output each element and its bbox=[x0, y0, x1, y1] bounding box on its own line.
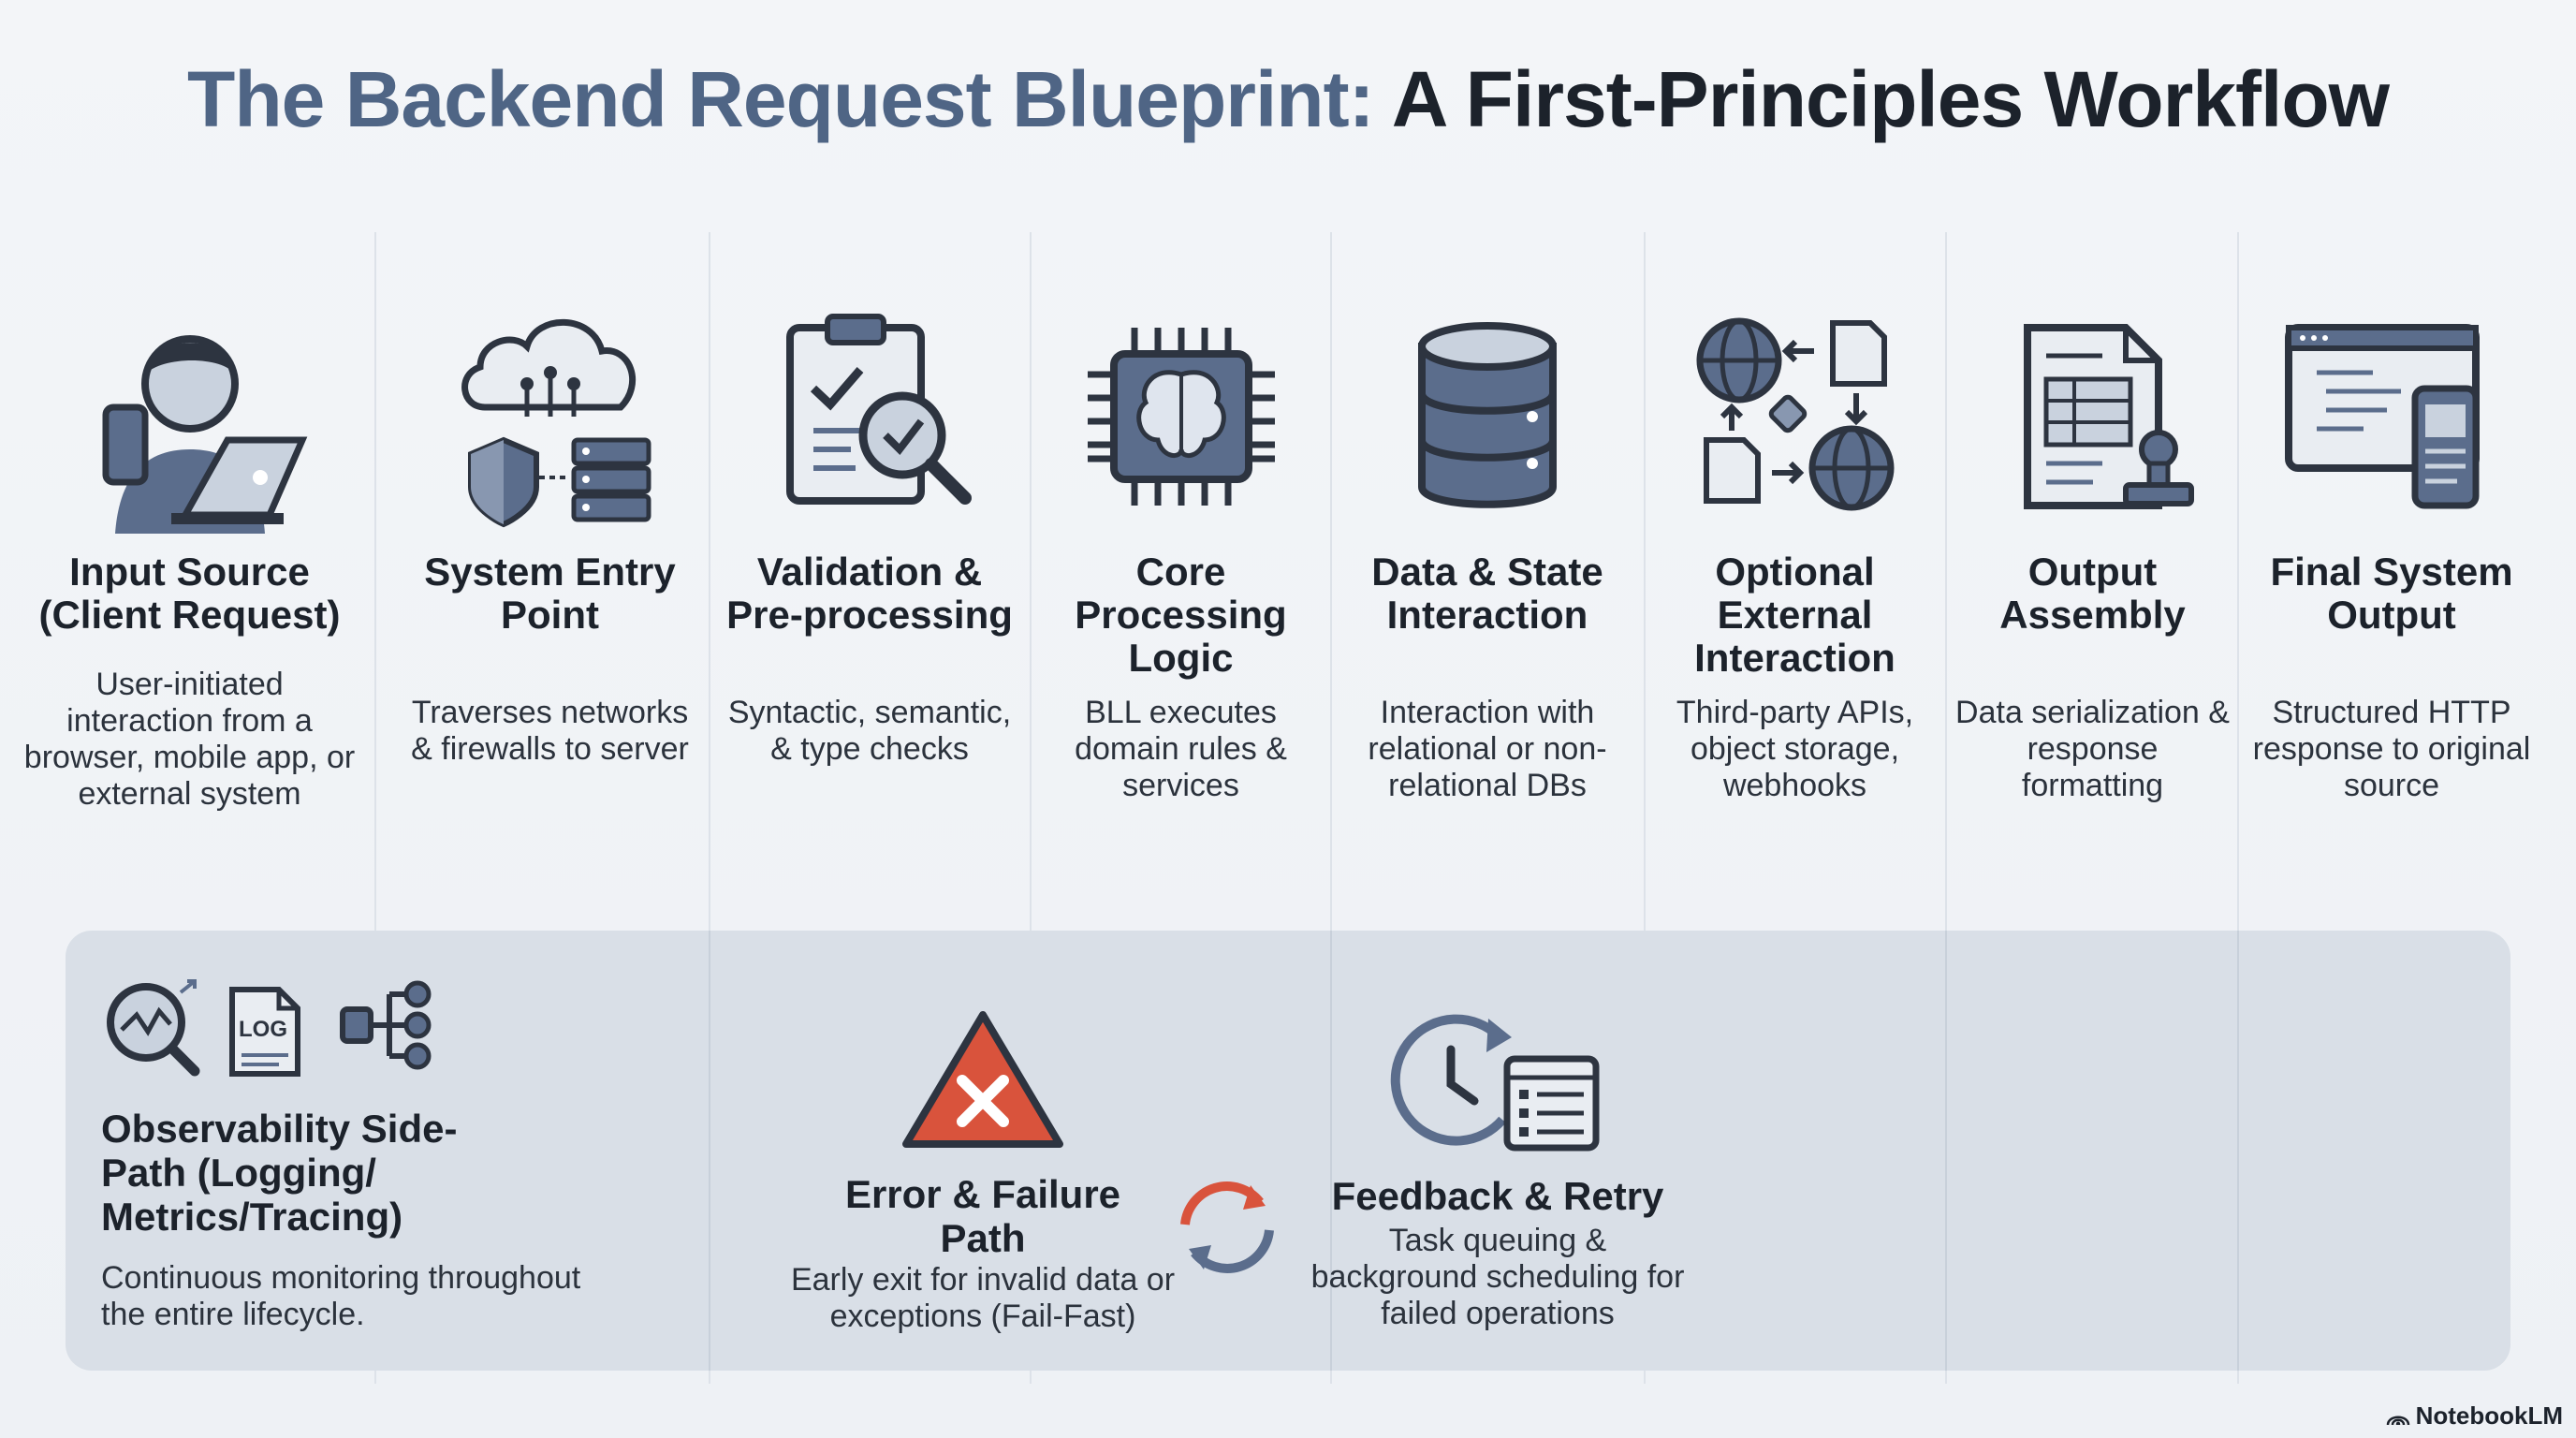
column-divider bbox=[709, 931, 710, 1371]
chip-brain-icon bbox=[1060, 300, 1303, 534]
stage-title: Input Source (Client Request) bbox=[38, 550, 341, 637]
brand-label: NotebookLM bbox=[2415, 1401, 2563, 1430]
stage-description: Traverses networks & firewalls to server bbox=[411, 695, 689, 767]
side-path-panel bbox=[66, 931, 2510, 1371]
stage-description: Syntactic, semantic, & type checks bbox=[727, 695, 1012, 767]
column-divider bbox=[374, 232, 376, 1384]
column-divider bbox=[1330, 232, 1332, 1384]
stage-title: Final System Output bbox=[2270, 550, 2513, 637]
stage-title: Core Processing Logic bbox=[1075, 550, 1287, 680]
title-part-1: The Backend Request Blueprint: bbox=[187, 55, 1375, 143]
stage-description: User-initiated interaction from a browse… bbox=[23, 667, 356, 812]
error-path-description: Early exit for invalid data or exception… bbox=[790, 1262, 1176, 1334]
log-label: LOG bbox=[239, 1017, 287, 1042]
monitor-mobile-icon bbox=[2270, 300, 2513, 534]
column-divider bbox=[709, 232, 710, 1384]
feedback-retry-description: Task queuing & background scheduling for… bbox=[1310, 1223, 1685, 1331]
user-laptop-phone-icon bbox=[68, 300, 312, 534]
log-file-icon: LOG bbox=[227, 985, 302, 1078]
column-divider bbox=[2237, 232, 2239, 1384]
column-divider bbox=[2237, 931, 2239, 1371]
warning-x-icon bbox=[902, 1011, 1063, 1148]
stage-description: BLL executes domain rules & services bbox=[1075, 695, 1287, 803]
column-divider bbox=[1945, 931, 1947, 1371]
feedback-retry-title: Feedback & Retry bbox=[1331, 1174, 1664, 1218]
stage-description: Interaction with relational or non-relat… bbox=[1368, 695, 1607, 803]
observability-description: Continuous monitoring throughout the ent… bbox=[101, 1260, 581, 1332]
cloud-firewall-server-icon bbox=[429, 300, 672, 534]
error-path-title: Error & Failure Path bbox=[844, 1172, 1121, 1260]
column-divider bbox=[1945, 232, 1947, 1384]
stage-title: Optional External Interaction bbox=[1694, 550, 1895, 680]
observability-title: Observability Side-Path (Logging/ Metric… bbox=[101, 1107, 458, 1239]
stage-title: Validation & Pre-processing bbox=[726, 550, 1013, 637]
brand-mark: NotebookLM bbox=[2386, 1401, 2563, 1431]
notebooklm-logo-icon bbox=[2386, 1416, 2409, 1426]
stage-description: Third-party APIs, object storage, webhoo… bbox=[1676, 695, 1914, 803]
globe-exchange-icon bbox=[1674, 300, 1917, 534]
clock-list-icon bbox=[1390, 1014, 1600, 1152]
stage-title: System Entry Point bbox=[424, 550, 676, 637]
retry-arrows-icon bbox=[1180, 1181, 1274, 1273]
document-stamp-icon bbox=[1971, 300, 2215, 534]
tracing-tree-icon bbox=[340, 980, 432, 1070]
stage-description: Data serialization & response formatting bbox=[1955, 695, 2230, 803]
stage-title: Output Assembly bbox=[1999, 550, 2186, 637]
database-icon bbox=[1366, 300, 1609, 534]
column-divider bbox=[1644, 232, 1646, 1384]
stage-description: Structured HTTP response to original sou… bbox=[2252, 695, 2531, 803]
title-part-2: A First-Principles Workflow bbox=[1391, 55, 2390, 143]
magnifier-chart-icon bbox=[107, 979, 200, 1077]
column-divider bbox=[1330, 931, 1332, 1371]
stage-title: Data & State Interaction bbox=[1371, 550, 1603, 637]
column-divider bbox=[1030, 232, 1032, 1384]
page-title: The Backend Request Blueprint: A First-P… bbox=[0, 54, 2576, 145]
clipboard-magnifier-icon bbox=[748, 300, 991, 534]
